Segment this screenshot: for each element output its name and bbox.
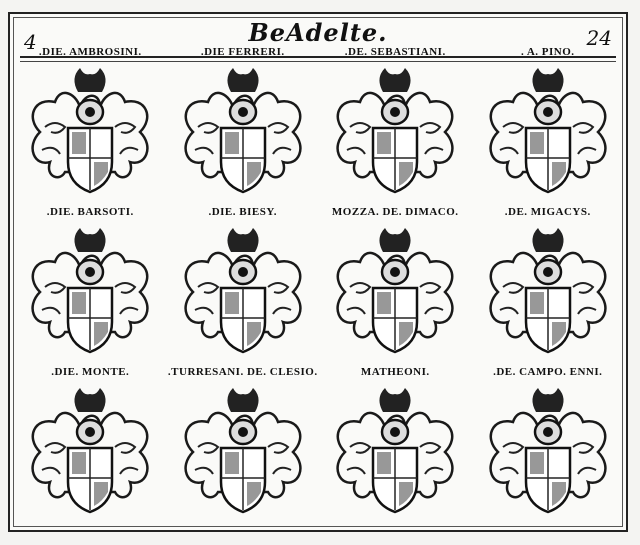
crest-crowned-helm-swan-wheel: [325, 62, 465, 202]
family-name-label: MOZZA. DE. DIMACO.: [331, 206, 459, 218]
family-name-label: .DIE. AMBROSINI.: [38, 46, 142, 58]
coat-of-arms-entry: .DIE. BARSOTI.: [14, 204, 167, 364]
coat-of-arms-entry: .DIE FERRERI.: [167, 44, 320, 204]
coat-of-arms-icon: [336, 228, 454, 354]
family-name-label: .DIE. MONTE.: [51, 366, 130, 378]
coat-of-arms-icon: [31, 228, 149, 354]
header-rule: [20, 61, 616, 62]
family-name-label: . A. PINO.: [520, 46, 575, 58]
crest-eagle-crest-quartered: [325, 222, 465, 362]
folio-right: 24: [586, 26, 612, 50]
coat-of-arms-icon: [489, 388, 607, 514]
coat-of-arms-icon: [489, 228, 607, 354]
crest-shield-bend-lion: [20, 62, 160, 202]
coat-of-arms-grid: .DIE. AMBROSINI. .DIE FERRERI. .DE. SEBA…: [14, 44, 624, 524]
family-name-label: .TURRESANI. DE. CLESIO.: [167, 366, 318, 378]
family-name-label: .DIE. BIESY.: [208, 206, 278, 218]
family-name-label: .DE. SEBASTIANI.: [344, 46, 446, 58]
page-frame: 4 BeAdelte. 24: [8, 12, 628, 532]
crest-cross-crest-quartered: [325, 382, 465, 522]
coat-of-arms-entry: .DE. MIGACYS.: [472, 204, 625, 364]
page-header: 4 BeAdelte. 24: [20, 16, 616, 62]
coat-of-arms-entry: . A. PINO.: [472, 44, 625, 204]
family-name-label: .DE. CAMPO. ENNI.: [493, 366, 603, 378]
coat-of-arms-entry: MOZZA. DE. DIMACO.: [319, 204, 472, 364]
coat-of-arms-icon: [184, 228, 302, 354]
crest-lion-crest-dancetty: [478, 382, 618, 522]
coat-of-arms-icon: [336, 68, 454, 194]
coat-of-arms-icon: [489, 68, 607, 194]
folio-left: 4: [24, 30, 37, 54]
crest-eagle-crest-helm: [20, 222, 160, 362]
coat-of-arms-icon: [31, 388, 149, 514]
coat-of-arms-entry: .DIE. MONTE.: [14, 364, 167, 524]
crest-helm-saltire: [20, 382, 160, 522]
coat-of-arms-entry: .DIE. AMBROSINI.: [14, 44, 167, 204]
coat-of-arms-entry: .DE. SEBASTIANI.: [319, 44, 472, 204]
family-name-label: .DIE FERRERI.: [200, 46, 285, 58]
family-name-label: .DIE. BARSOTI.: [46, 206, 134, 218]
inner-rule: [13, 17, 623, 527]
crest-eagle-crest-bend: [478, 222, 618, 362]
crest-lion-crest-tower-stars: [173, 382, 313, 522]
coat-of-arms-entry: .DIE. BIESY.: [167, 204, 320, 364]
family-name-label: .DE. MIGACYS.: [504, 206, 591, 218]
coat-of-arms-icon: [31, 68, 149, 194]
page-title: BeAdelte.: [248, 18, 388, 47]
crest-helm-quartered-eagle: [173, 62, 313, 202]
family-name-label: MATHEONI.: [360, 366, 430, 378]
coat-of-arms-entry: .DE. CAMPO. ENNI.: [472, 364, 625, 524]
coat-of-arms-icon: [184, 68, 302, 194]
coat-of-arms-entry: .TURRESANI. DE. CLESIO.: [167, 364, 320, 524]
coat-of-arms-icon: [336, 388, 454, 514]
coat-of-arms-icon: [184, 388, 302, 514]
crest-sun-crest-roundels: [173, 222, 313, 362]
crest-helm-quartered-pine: [478, 62, 618, 202]
coat-of-arms-entry: MATHEONI.: [319, 364, 472, 524]
